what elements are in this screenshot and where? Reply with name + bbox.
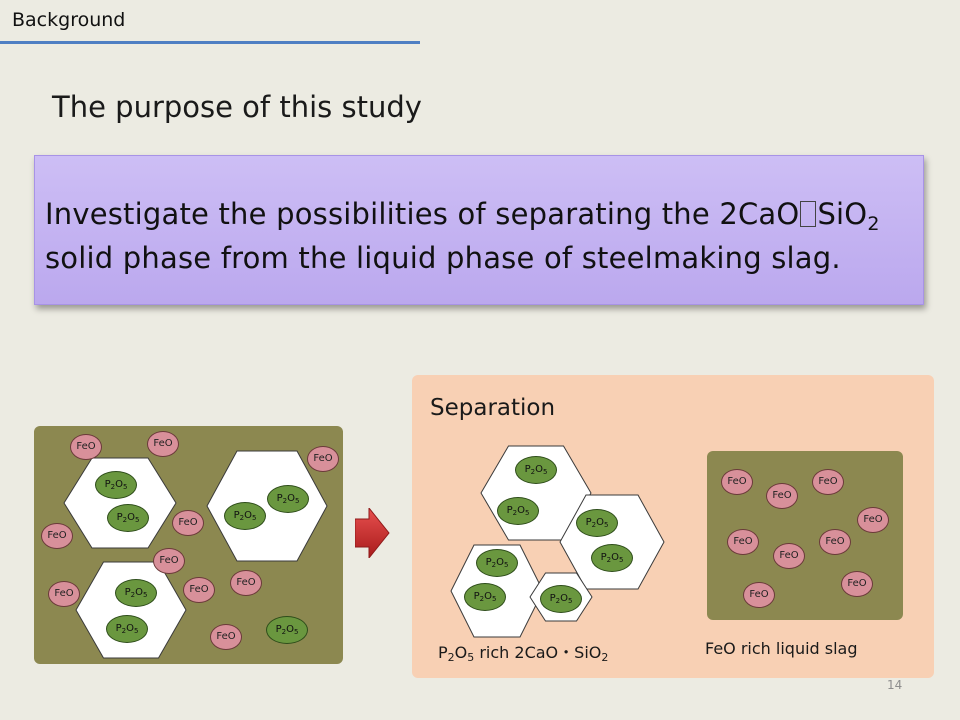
purpose-subscript: 2 <box>867 213 880 235</box>
feo-particle: FeO <box>841 571 873 597</box>
p2o5-particle: P2O5 <box>540 585 582 613</box>
purpose-text-a: Investigate the possibilities of separat… <box>45 197 800 231</box>
section-rule <box>0 41 420 44</box>
feo-particle: FeO <box>210 624 242 650</box>
cap-sub: 5 <box>467 651 475 664</box>
p2o5-particle: P2O5 <box>591 544 633 572</box>
p2o5-particle: P2O5 <box>224 502 266 530</box>
section-tag: Background <box>12 9 126 31</box>
cap-text: rich 2CaO <box>474 643 559 662</box>
purpose-text-b: SiO <box>817 197 868 231</box>
feo-particle: FeO <box>230 570 262 596</box>
arrow-right-icon <box>355 508 390 558</box>
cap-sub: 2 <box>601 651 609 664</box>
p2o5-particle: P2O5 <box>515 456 557 484</box>
feo-particle: FeO <box>857 507 889 533</box>
separation-label: Separation <box>430 395 556 421</box>
missing-glyph-icon <box>800 201 817 227</box>
feo-particle: FeO <box>41 523 73 549</box>
feo-particle: FeO <box>721 469 753 495</box>
feo-particle: FeO <box>743 582 775 608</box>
feo-particle: FeO <box>819 529 851 555</box>
p2o5-particle: P2O5 <box>267 485 309 513</box>
page-title: The purpose of this study <box>52 90 422 124</box>
p2o5-particle: P2O5 <box>576 509 618 537</box>
feo-particle: FeO <box>172 510 204 536</box>
page-number: 14 <box>887 678 903 692</box>
feo-particle: FeO <box>48 581 80 607</box>
feo-particle: FeO <box>183 577 215 603</box>
feo-particle: FeO <box>70 434 102 460</box>
cap-text: O <box>454 643 468 662</box>
feo-particle: FeO <box>773 543 805 569</box>
feo-particle: FeO <box>153 548 185 574</box>
cap-text: P <box>438 643 448 662</box>
purpose-box: Investigate the possibilities of separat… <box>34 155 924 305</box>
p2o5-particle: P2O5 <box>464 583 506 611</box>
crystal-hexagon <box>63 457 177 549</box>
p2o5-particle: P2O5 <box>497 497 539 525</box>
cap-dot: ・ <box>558 643 575 662</box>
feo-particle: FeO <box>307 446 339 472</box>
p2o5-particle: P2O5 <box>476 549 518 577</box>
purpose-line-2: solid phase from the liquid phase of ste… <box>45 241 841 275</box>
purpose-line-1: Investigate the possibilities of separat… <box>45 192 913 236</box>
p2o5-particle: P2O5 <box>95 471 137 499</box>
feo-particle: FeO <box>812 469 844 495</box>
p2o5-particle: P2O5 <box>107 504 149 532</box>
feo-particle: FeO <box>727 529 759 555</box>
crystal-hexagon <box>206 450 328 562</box>
p2o5-particle: P2O5 <box>106 615 148 643</box>
caption-solid-phase: P2O5 rich 2CaO・SiO2 <box>438 639 608 663</box>
crystal-hexagon <box>75 561 187 659</box>
cap-text: SiO <box>574 643 602 662</box>
cap-sub: 2 <box>447 651 455 664</box>
feo-particle: FeO <box>766 483 798 509</box>
p2o5-particle: P2O5 <box>115 579 157 607</box>
feo-particle: FeO <box>147 431 179 457</box>
caption-liquid-phase: FeO rich liquid slag <box>705 639 858 658</box>
p2o5-particle: P2O5 <box>266 616 308 644</box>
